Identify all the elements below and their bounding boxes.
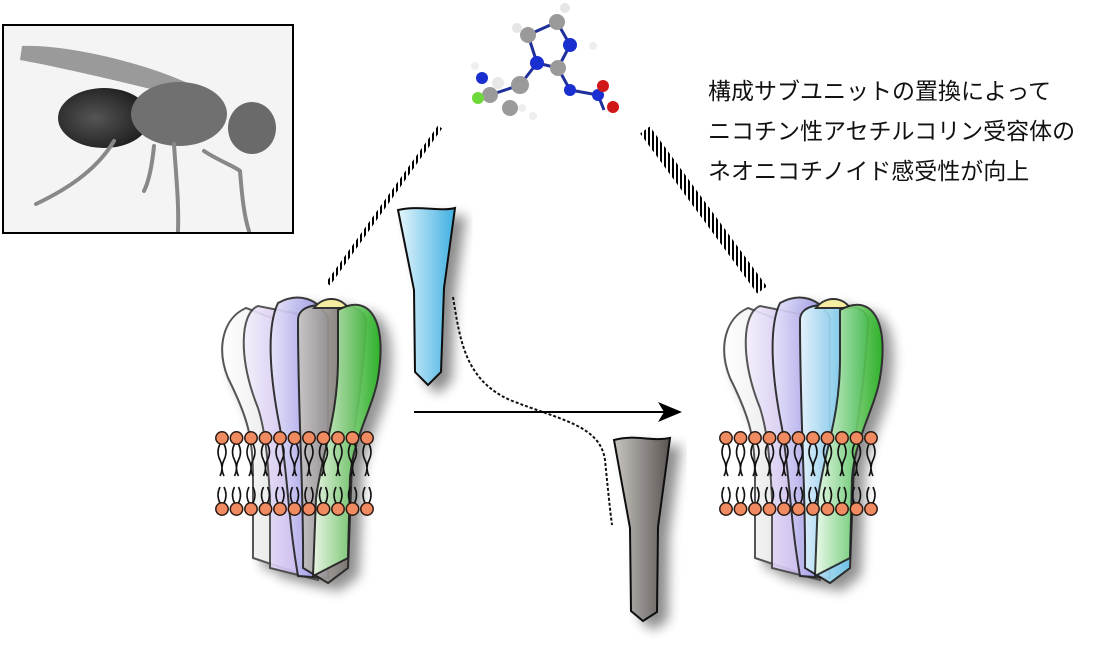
lipid-head [244, 502, 258, 516]
lipid-tail [289, 443, 300, 504]
subunit-incoming [396, 206, 457, 387]
lipid-head [229, 431, 244, 445]
lipid-head [719, 502, 733, 516]
lipid-head [215, 502, 229, 516]
lipid-head [316, 502, 331, 516]
lipid-tail [764, 443, 775, 504]
lipid-head [820, 431, 835, 445]
figure-caption: 構成サブユニットの置換によって ニコチン性アセチルコリン受容体の ネオニコチノイ… [708, 72, 1108, 192]
lipid-head [258, 502, 273, 516]
lipid-tail [260, 443, 271, 504]
lipid-bilayer-left [215, 431, 374, 516]
fly-legs [34, 139, 251, 232]
lipid-head [864, 502, 878, 516]
lipid-head [777, 431, 791, 445]
lipid-head [762, 502, 777, 516]
lipid-tail [793, 443, 804, 504]
fly-photo [20, 45, 276, 232]
lipid-head [331, 431, 345, 445]
lipid-tail [822, 443, 833, 504]
lipid-bilayer-right [719, 431, 878, 516]
lipid-head [849, 502, 864, 516]
lipid-head [316, 431, 331, 445]
fly-photo-frame [2, 24, 294, 234]
lipid-head [302, 502, 316, 516]
fly-abdomen [58, 88, 150, 148]
lipid-head [345, 431, 360, 445]
lipid-head [719, 431, 733, 445]
lipid-head [287, 502, 302, 516]
lipid-tail [750, 443, 760, 504]
lipid-tail [333, 443, 343, 504]
lipid-tail [347, 443, 358, 504]
lipid-head [806, 502, 820, 516]
lipid-head [258, 431, 273, 445]
lipid-head [791, 502, 806, 516]
lipid-head [229, 502, 244, 516]
lipid-head [273, 431, 287, 445]
weak-interaction-bond [325, 125, 443, 286]
strong-interaction-bond [640, 126, 767, 294]
lipid-head [215, 431, 229, 445]
caption-line-1: 構成サブユニットの置換によって [708, 79, 1052, 105]
lipid-tail [866, 443, 876, 504]
lipid-tail [217, 443, 227, 504]
lipid-head [748, 502, 762, 516]
lipid-head [360, 431, 374, 445]
lipid-head [748, 431, 762, 445]
lipid-tail [735, 443, 746, 504]
neonicotinoid-molecule [471, 3, 619, 120]
subunit-outgoing [612, 436, 672, 623]
lipid-head [806, 431, 820, 445]
substitution-trajectory [452, 296, 613, 526]
lipid-head [273, 502, 287, 516]
lipid-tail [362, 443, 372, 504]
lipid-head [835, 431, 849, 445]
lipid-head [820, 502, 835, 516]
lipid-head [331, 502, 345, 516]
lipid-tail [779, 443, 789, 504]
lipid-tail [304, 443, 314, 504]
lipid-head [835, 502, 849, 516]
fly-thorax [131, 82, 227, 146]
lipid-head [345, 502, 360, 516]
lipid-tail [318, 443, 329, 504]
fly-wing [20, 45, 194, 96]
lipid-tail [808, 443, 818, 504]
lipid-tail [851, 443, 862, 504]
lipid-tail [246, 443, 256, 504]
lipid-head [791, 431, 806, 445]
lipid-head [360, 502, 374, 516]
lipid-head [849, 431, 864, 445]
lipid-head [733, 502, 748, 516]
lipid-tail [275, 443, 285, 504]
lipid-head [733, 431, 748, 445]
caption-line-2: ニコチン性アセチルコリン受容体の [708, 119, 1076, 145]
fly-head [228, 102, 276, 154]
lipid-head [864, 431, 878, 445]
lipid-head [287, 431, 302, 445]
lipid-head [302, 431, 316, 445]
lipid-head [244, 431, 258, 445]
lipid-tail [231, 443, 242, 504]
caption-line-3: ネオニコチノイド感受性が向上 [708, 159, 1030, 185]
lipid-tail [837, 443, 847, 504]
lipid-head [777, 502, 791, 516]
lipid-tail [721, 443, 731, 504]
lipid-head [762, 431, 777, 445]
